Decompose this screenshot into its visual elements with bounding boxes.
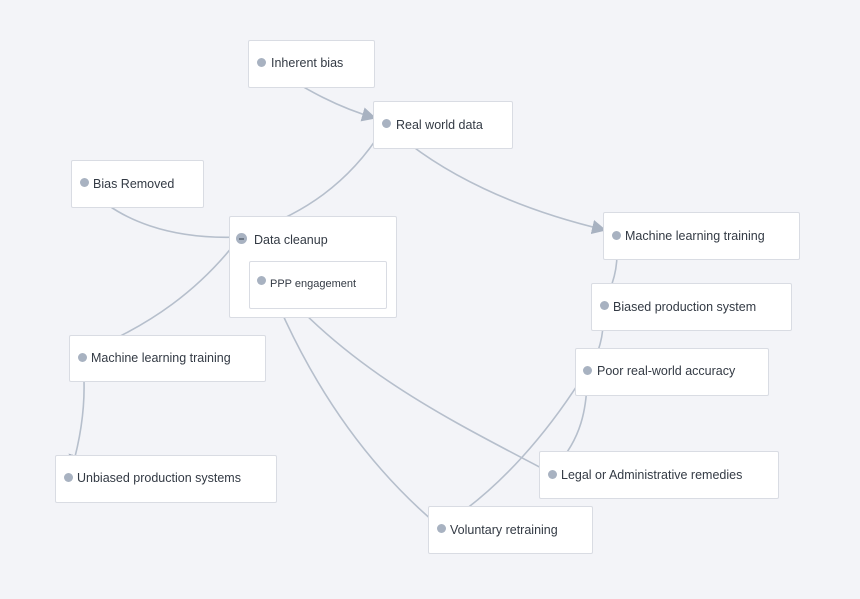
node-handle-icon[interactable] — [437, 524, 446, 533]
node-data-cleanup[interactable]: Data cleanup PPP engagement — [229, 216, 397, 318]
node-handle-icon[interactable] — [612, 231, 621, 240]
edge-cleanup-to-mltrain-left — [88, 236, 241, 352]
node-label: Legal or Administrative remedies — [561, 468, 743, 482]
node-label: Data cleanup — [254, 233, 328, 247]
node-unbiased-production[interactable]: Unbiased production systems — [55, 455, 277, 503]
node-label: PPP engagement — [270, 278, 357, 290]
node-label: Real world data — [396, 118, 483, 132]
node-real-world-data[interactable]: Real world data — [373, 101, 513, 149]
node-handle-icon[interactable] — [64, 473, 73, 482]
node-handle-icon[interactable] — [583, 366, 592, 375]
node-inherent-bias[interactable]: Inherent bias — [248, 40, 375, 88]
node-label: Unbiased production systems — [77, 471, 241, 485]
edge-poor-to-retraining — [438, 369, 588, 528]
node-handle-icon[interactable] — [257, 58, 266, 67]
node-ml-training-left[interactable]: Machine learning training — [69, 335, 266, 382]
node-label: Biased production system — [613, 300, 757, 314]
node-biased-production[interactable]: Biased production system — [591, 283, 792, 331]
node-label: Voluntary retraining — [450, 523, 558, 537]
node-legal-remedies[interactable]: Legal or Administrative remedies — [539, 451, 779, 499]
node-poor-accuracy[interactable]: Poor real-world accuracy — [575, 348, 769, 396]
node-handle-icon[interactable] — [382, 119, 391, 128]
collapse-toggle-icon[interactable] — [236, 233, 247, 244]
node-ppp-engagement[interactable]: PPP engagement — [249, 261, 387, 309]
node-handle-icon[interactable] — [548, 470, 557, 479]
node-label: Bias Removed — [93, 177, 175, 191]
node-label: Poor real-world accuracy — [597, 364, 736, 378]
node-handle-icon[interactable] — [600, 301, 609, 310]
node-handle-icon[interactable] — [80, 178, 89, 187]
node-label: Machine learning training — [625, 229, 765, 243]
node-handle-icon[interactable] — [257, 276, 266, 285]
node-bias-removed[interactable]: Bias Removed — [71, 160, 204, 208]
node-handle-icon[interactable] — [78, 353, 87, 362]
node-label: Machine learning training — [91, 351, 231, 365]
node-label: Inherent bias — [271, 56, 344, 70]
node-voluntary-retraining[interactable]: Voluntary retraining — [428, 506, 593, 554]
node-ml-training-right[interactable]: Machine learning training — [603, 212, 800, 260]
